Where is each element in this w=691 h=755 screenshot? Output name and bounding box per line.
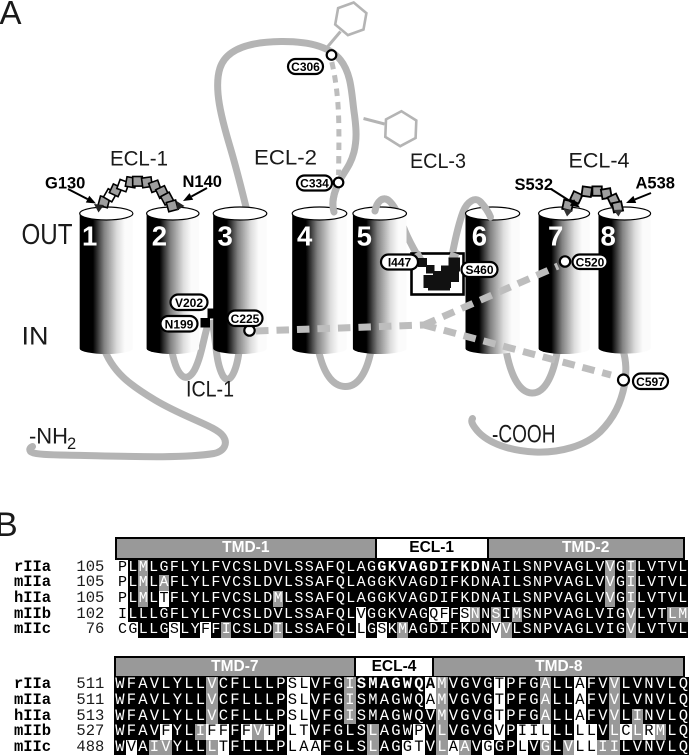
- svg-text:ECL-3: ECL-3: [410, 149, 466, 173]
- svg-text:OUT: OUT: [22, 219, 73, 251]
- svg-text:N140: N140: [183, 173, 222, 191]
- svg-text:ICL-1: ICL-1: [186, 377, 234, 402]
- svg-text:8: 8: [601, 221, 616, 252]
- svg-text:ECL-4: ECL-4: [569, 149, 630, 173]
- svg-text:1: 1: [82, 221, 97, 252]
- svg-text:IN: IN: [22, 322, 49, 350]
- svg-text:A538: A538: [636, 175, 675, 193]
- svg-text:C597: C597: [636, 375, 665, 389]
- svg-text:2: 2: [152, 221, 167, 252]
- svg-text:3: 3: [218, 221, 233, 252]
- svg-text:C306: C306: [291, 60, 320, 74]
- svg-text:A: A: [0, 0, 22, 31]
- svg-text:N199: N199: [165, 317, 194, 331]
- svg-text:S532: S532: [515, 176, 554, 194]
- svg-text:7: 7: [548, 221, 563, 252]
- svg-text:2: 2: [67, 435, 76, 453]
- svg-text:S460: S460: [465, 263, 493, 277]
- svg-text:5: 5: [357, 221, 372, 252]
- svg-text:6: 6: [472, 221, 487, 252]
- svg-text:4: 4: [297, 221, 313, 252]
- svg-text:G130: G130: [45, 175, 85, 193]
- svg-text:ECL-1: ECL-1: [110, 147, 168, 171]
- svg-text:I447: I447: [388, 256, 412, 270]
- svg-text:-NH: -NH: [29, 424, 68, 449]
- svg-text:V202: V202: [175, 296, 203, 310]
- svg-text:C334: C334: [300, 177, 329, 191]
- svg-text:ECL-2: ECL-2: [254, 146, 317, 170]
- svg-text:C225: C225: [231, 312, 260, 326]
- svg-text:C520: C520: [576, 255, 605, 269]
- svg-text:-COOH: -COOH: [492, 421, 556, 449]
